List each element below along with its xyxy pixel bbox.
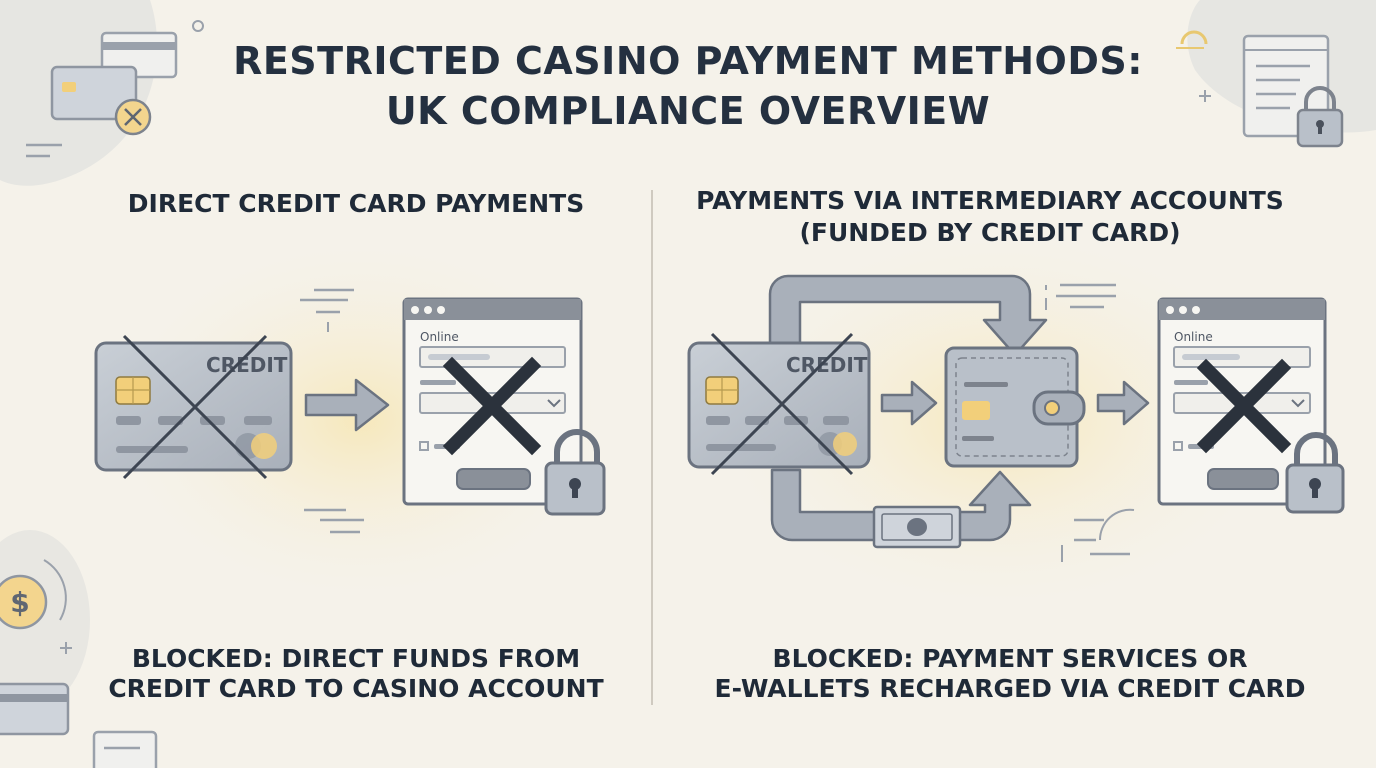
window-label: Online bbox=[420, 330, 459, 344]
decor-document-lock bbox=[1176, 30, 1344, 148]
right-credit-card: CREDIT bbox=[687, 332, 871, 476]
left-credit-card: CREDIT bbox=[94, 334, 293, 480]
arrow-card-to-wallet-icon bbox=[880, 380, 938, 426]
window-label: Online bbox=[1174, 330, 1213, 344]
right-caption-line-2: E-WALLETS RECHARGED VIA CREDIT CARD bbox=[714, 674, 1306, 703]
e-wallet-icon bbox=[944, 346, 1086, 468]
blocked-x-icon bbox=[442, 356, 542, 456]
right-padlock-icon bbox=[1285, 432, 1345, 514]
decor-bottom-left: $ bbox=[0, 559, 158, 768]
card-label: CREDIT bbox=[786, 353, 868, 377]
bottom-loop-arrow bbox=[770, 468, 1032, 542]
left-caption-line-2: CREDIT CARD TO CASINO ACCOUNT bbox=[108, 674, 604, 703]
coin-symbol: $ bbox=[10, 586, 29, 619]
left-caption-line-1: BLOCKED: DIRECT FUNDS FROM bbox=[131, 644, 581, 673]
blocked-x-icon bbox=[1196, 358, 1292, 454]
banknote-icon bbox=[872, 505, 962, 549]
right-casino-window: Online bbox=[1157, 297, 1327, 506]
right-panel-heading-line-2: (FUNDED BY CREDIT CARD) bbox=[799, 218, 1181, 247]
arrow-wallet-to-casino-icon bbox=[1096, 380, 1150, 426]
top-loop-arrow bbox=[768, 274, 1048, 357]
card-crossed-out-icon bbox=[122, 334, 268, 480]
decor-cards-top-left bbox=[26, 20, 204, 158]
card-crossed-out-icon bbox=[710, 332, 854, 476]
left-casino-window: Online bbox=[402, 297, 583, 506]
page-title-line-1: RESTRICTED CASINO PAYMENT METHODS: bbox=[233, 39, 1143, 83]
right-panel-heading-line-1: PAYMENTS VIA INTERMEDIARY ACCOUNTS bbox=[696, 186, 1284, 215]
left-speed-lines bbox=[300, 288, 364, 534]
left-padlock-icon bbox=[544, 429, 606, 516]
left-arrow-icon bbox=[304, 378, 390, 432]
right-speed-lines bbox=[1045, 283, 1135, 562]
right-caption-line-1: BLOCKED: PAYMENT SERVICES OR bbox=[772, 644, 1248, 673]
left-panel-heading: DIRECT CREDIT CARD PAYMENTS bbox=[127, 189, 585, 218]
page-title-line-2: UK COMPLIANCE OVERVIEW bbox=[385, 89, 991, 133]
coin-icon bbox=[0, 574, 48, 630]
